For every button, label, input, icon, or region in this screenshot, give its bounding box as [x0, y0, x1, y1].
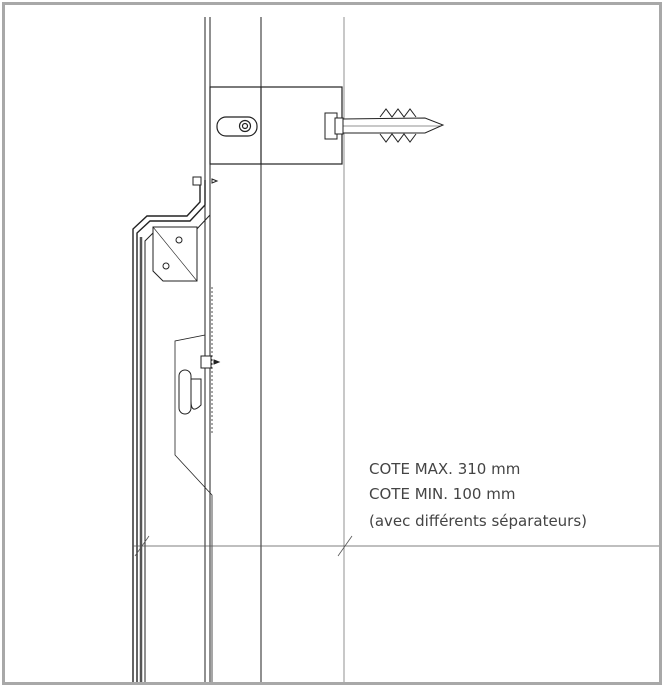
anchor-shaft [342, 117, 445, 134]
hook-screw [200, 355, 212, 369]
annotation-line-2: COTE MIN. 100 mm [369, 485, 515, 503]
anchor-plug [324, 108, 445, 143]
technical-drawing: COTE MAX. 310 mm COTE MIN. 100 mm (avec … [132, 17, 659, 682]
panel-outer [136, 180, 206, 682]
dimension-annotation: COTE MAX. 310 mm COTE MIN. 100 mm (avec … [369, 460, 587, 530]
annotation-line-3: (avec différents séparateurs) [369, 512, 587, 530]
bolt-core [241, 122, 249, 130]
top-screw [192, 176, 202, 186]
dimension-line [133, 535, 659, 557]
bracket-block [209, 86, 343, 165]
top-screw-tip [211, 178, 219, 184]
hook-slot [178, 369, 192, 415]
panel-profile [132, 173, 211, 682]
dimension-tick-left [134, 535, 150, 557]
panel-inner [132, 180, 201, 682]
annotation-line-1: COTE MAX. 310 mm [369, 460, 520, 478]
anchor-washer [334, 117, 344, 135]
lower-hook [174, 281, 221, 682]
clip-plate [152, 176, 219, 282]
clip-diagonal [152, 226, 198, 282]
dimension-tick-right [337, 535, 353, 557]
clip-screw-2 [162, 262, 170, 270]
hook-screw-tip [213, 359, 221, 365]
clip-screw-1 [175, 236, 183, 244]
anchor-ribs [379, 108, 417, 143]
hook-profile [174, 281, 213, 682]
hook-lip [190, 378, 202, 410]
